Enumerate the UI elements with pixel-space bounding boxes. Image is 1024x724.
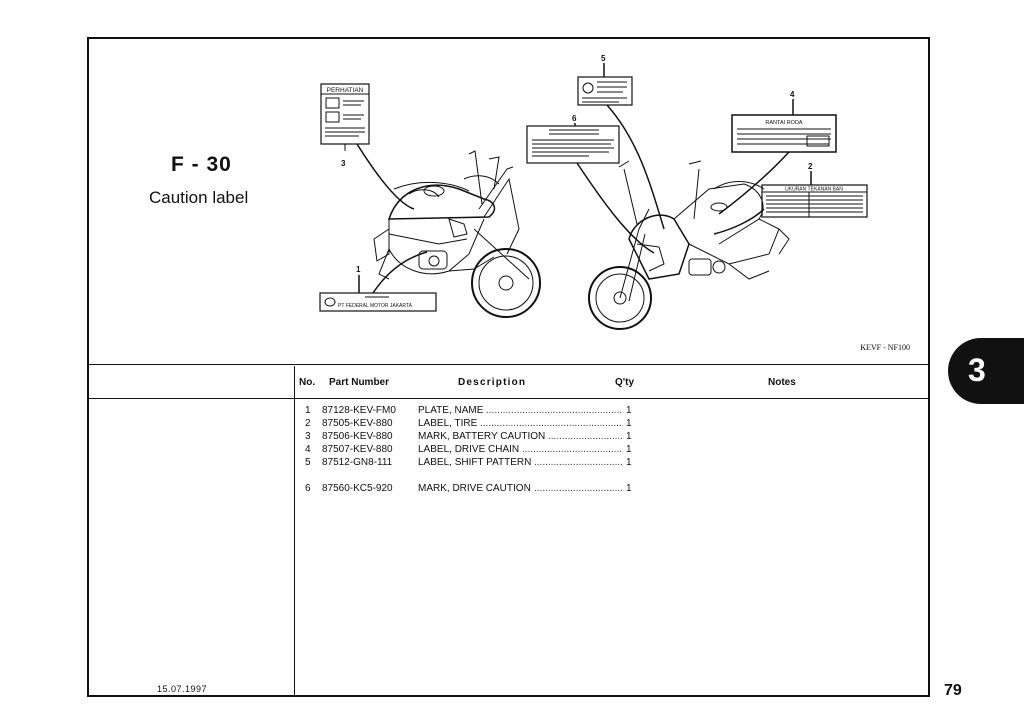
row-leader-dots: ........................................… (548, 431, 623, 442)
parts-illustration: PERHATIAN PT FEDERAL MOTOR JAKARTA RANTA… (319, 54, 868, 330)
row-description: LABEL, TIRE (418, 418, 478, 429)
row-part-number: 87505-KEV-880 (322, 418, 393, 429)
label-drive-chain-heading: RANTAI RODA (765, 120, 803, 126)
row-no: 4 (305, 444, 311, 455)
page-number: 79 (944, 682, 962, 699)
column-header-notes: Notes (768, 377, 796, 388)
row-description: LABEL, SHIFT PATTERN (418, 457, 532, 468)
row-description: MARK, BATTERY CAUTION (418, 431, 546, 442)
callout-1: 1 (356, 265, 361, 274)
row-leader-dots: ........................................… (486, 405, 623, 416)
row-part-number: 87560-KC5-920 (322, 483, 393, 494)
row-description: PLATE, NAME (418, 405, 484, 416)
row-leader-dots: ........................................… (534, 457, 623, 468)
row-qty: 1 (626, 444, 632, 455)
row-qty: 1 (626, 457, 632, 468)
row-leader-dots: ........................................… (480, 418, 623, 429)
column-header-description: Description (458, 377, 527, 388)
row-description: MARK, DRIVE CAUTION (418, 483, 531, 494)
label-tire: UKURAN TEKANAN BAN (761, 184, 868, 218)
label-drive-chain: RANTAI RODA (731, 114, 837, 153)
page-frame: F - 30 Caution label KEVF - NF100 No. Pa… (87, 37, 930, 697)
row-description: LABEL, DRIVE CHAIN (418, 444, 520, 455)
table-header-rule (89, 398, 928, 399)
table-left-rule (294, 366, 295, 695)
model-code: KEVF - NF100 (860, 343, 910, 352)
table-top-rule (89, 364, 928, 365)
row-part-number: 87506-KEV-880 (322, 431, 393, 442)
column-header-qty: Q'ty (615, 377, 635, 388)
column-header-no: No. (299, 377, 316, 388)
callout-2: 2 (808, 162, 813, 171)
section-number: 3 (968, 352, 986, 388)
callout-4: 4 (790, 90, 795, 99)
label-name-plate-text: PT FEDERAL MOTOR JAKARTA (338, 303, 413, 309)
row-qty: 1 (626, 405, 632, 416)
label-name-plate: PT FEDERAL MOTOR JAKARTA (319, 292, 437, 312)
callout-5: 5 (601, 54, 606, 63)
callout-6: 6 (572, 114, 577, 123)
row-qty: 1 (626, 431, 632, 442)
row-no: 5 (305, 457, 311, 468)
row-leader-dots: ........................................… (522, 444, 623, 455)
motorcycle-left-drawing (373, 150, 541, 318)
row-no: 1 (305, 405, 311, 416)
row-no: 2 (305, 418, 311, 429)
section-tab (948, 338, 1024, 404)
label-tire-heading: UKURAN TEKANAN BAN (785, 187, 843, 193)
label-drive-caution (526, 125, 620, 164)
row-no: 6 (305, 483, 311, 494)
figure-title: Caution label (149, 188, 249, 207)
row-no: 3 (305, 431, 311, 442)
row-qty: 1 (626, 418, 632, 429)
row-leader-dots: ........................................… (534, 483, 623, 494)
label-battery-caution: PERHATIAN (320, 83, 370, 151)
callout-3: 3 (341, 159, 346, 168)
label-battery-caution-heading: PERHATIAN (327, 87, 364, 94)
motorcycle-right-drawing (588, 160, 790, 330)
row-part-number: 87512-GN8-111 (322, 457, 393, 468)
label-shift-pattern (577, 76, 633, 106)
row-qty: 1 (626, 483, 632, 494)
column-header-part-number: Part Number (329, 377, 390, 388)
callout-leader-lines (356, 63, 812, 294)
row-part-number: 87128-KEV-FM0 (322, 405, 396, 416)
row-part-number: 87507-KEV-880 (322, 444, 393, 455)
revision-date: 15.07.1997 (157, 684, 208, 694)
figure-code: F - 30 (171, 153, 232, 176)
